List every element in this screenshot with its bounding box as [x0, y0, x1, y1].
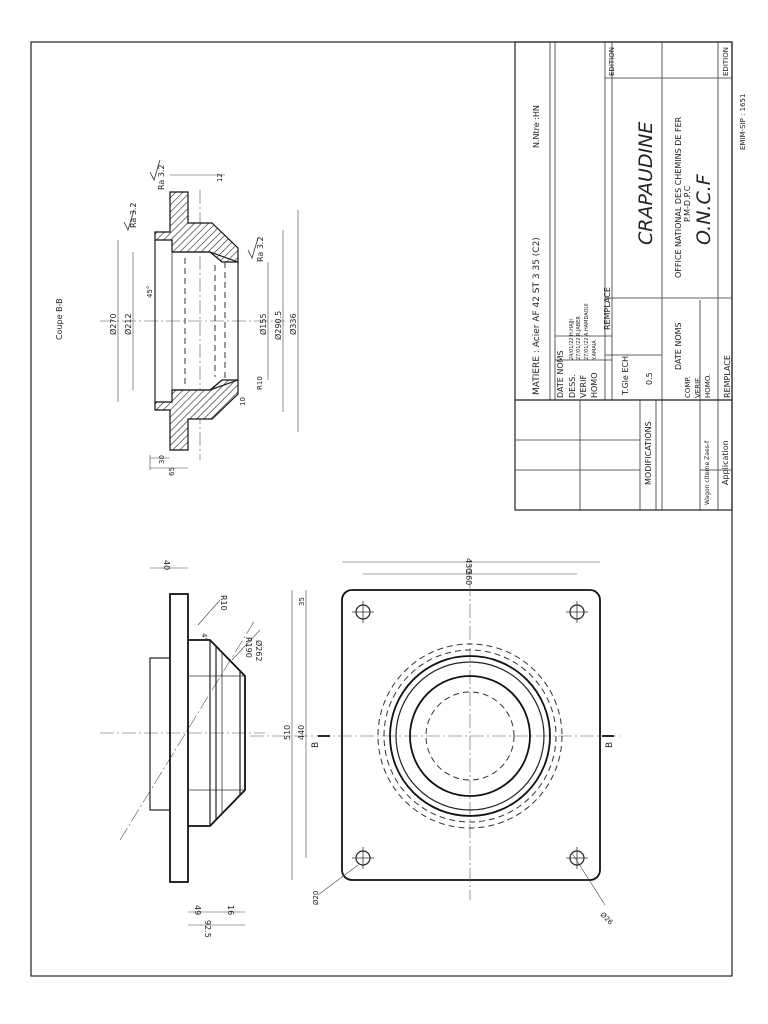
- date-noms-bottom: DATE NOMS: [674, 322, 683, 370]
- dim-12: 12: [216, 173, 224, 182]
- dim-d270: Ø270: [108, 313, 118, 335]
- dim-30: 30: [158, 455, 166, 464]
- plan-dim-440: 440: [297, 725, 306, 740]
- dim-r10: R10: [256, 376, 264, 390]
- title-block-texts: MATIERE : Acier AF 42 ST 3 35 (C2) N.Ntr…: [532, 47, 747, 505]
- scale-value: 0.5: [645, 372, 654, 385]
- material-text: MATIERE : Acier AF 42 ST 3 35 (C2): [532, 237, 542, 395]
- side-dim-16: 16: [226, 905, 235, 915]
- row-homo-label: HOMO: [590, 372, 599, 398]
- dim-45deg: 45°: [146, 286, 154, 298]
- edition-label-2: EDITION: [722, 47, 730, 76]
- application-text: Application: [721, 440, 730, 485]
- mounting-hole-4-icon: [566, 847, 588, 869]
- dim-d336: Ø336: [288, 313, 298, 335]
- dim-d2905: Ø290.5: [273, 311, 283, 340]
- dim-d212: Ø212: [123, 313, 133, 335]
- roughness-symbol-1-icon: Ra 3.2: [149, 159, 166, 190]
- verif-text: VERIF.: [694, 377, 702, 398]
- sheet-border: [30, 41, 733, 977]
- oncf-text: O.N.C.F: [693, 173, 715, 245]
- remplace-text-2: REMPLACE: [723, 355, 732, 398]
- svg-text:Ra 3.2: Ra 3.2: [256, 236, 265, 262]
- plan-dim-430: 430: [464, 558, 473, 573]
- side-dim-r10: R10: [219, 595, 228, 611]
- row-homo-value: 27/01/22 A.HAMDAOUI: [584, 303, 590, 360]
- base-plate: [341, 589, 601, 881]
- remplace-text: REMPLACE: [603, 287, 612, 330]
- section-marker-right: B: [605, 742, 615, 748]
- side-dim-49: 49: [193, 905, 202, 915]
- row-dess-label: DESS.: [568, 374, 577, 398]
- homo-text: HOMO.: [704, 374, 712, 398]
- pmdpc-text: P.M-D.P.C: [683, 185, 692, 222]
- title-block: [514, 41, 733, 511]
- svg-text:Ra 3.2: Ra 3.2: [129, 202, 138, 228]
- plan-dim-35: 35: [298, 597, 306, 606]
- dim-65: 65: [168, 467, 176, 476]
- row-extra-value: Y.AMAIA: [592, 340, 598, 361]
- plan-dim-510: 510: [283, 725, 292, 740]
- section-label: Coupe B-B: [55, 298, 64, 340]
- side-dim-d262: Ø262: [254, 640, 264, 662]
- office-text: OFFICE NATIONAL DES CHEMINS DE FER: [674, 116, 683, 278]
- plan-dim-360: 360: [464, 570, 473, 585]
- plan-view: B B 430 360 510 440 35 Ø20 Ø26: [250, 558, 620, 927]
- comp-text: COMP.: [684, 376, 692, 398]
- dim-d155: Ø155: [258, 313, 268, 335]
- modifications-text: MODIFICATIONS: [644, 421, 653, 485]
- row-dess-value: 24/01/22 H.HAJJI: [569, 319, 575, 360]
- row-verif-label: VERIF: [579, 375, 588, 398]
- n-ntre-text: N.Ntre :HN: [532, 105, 541, 148]
- edition-label: EDITION: [608, 47, 616, 76]
- reference-text: EMIM-SIP : 1651: [739, 94, 747, 150]
- side-dim-ang: 4°: [200, 633, 208, 641]
- section-marker-left: B: [311, 742, 321, 748]
- date-noms-top: DATE NOMS: [556, 350, 565, 398]
- side-dim-r190: R190: [244, 637, 253, 658]
- mounting-hole-1-icon: [352, 601, 374, 623]
- side-dim-925: 92.5: [203, 920, 212, 938]
- side-view: 40 49 16 92.5 R10 4° R190 Ø262: [100, 560, 265, 938]
- mounting-hole-3-icon: [352, 847, 374, 869]
- side-dim-40: 40: [162, 560, 171, 570]
- mounting-hole-2-icon: [566, 601, 588, 623]
- dim-10: 10: [239, 397, 247, 406]
- plan-dim-hole2: Ø26: [599, 911, 615, 927]
- row-verif-value: 27/01/22 R.JABER: [576, 316, 582, 360]
- svg-text:Ra 3.2: Ra 3.2: [157, 164, 166, 190]
- plan-dim-hole: Ø20: [312, 891, 320, 905]
- tgle-ech-text: T.Gle ECH.: [621, 354, 630, 396]
- section-view-bb: Coupe B-B Ø270 Ø212 Ø155 Ø290.5 Ø336 12 …: [55, 159, 299, 476]
- roughness-symbol-2-icon: Ra 3.2: [123, 202, 138, 232]
- roughness-symbol-3-icon: Ra 3.2: [247, 236, 265, 262]
- wagon-text: Wagon citerne Zaes-f: [704, 440, 711, 505]
- drawing-title: CRAPAUDINE: [635, 122, 657, 245]
